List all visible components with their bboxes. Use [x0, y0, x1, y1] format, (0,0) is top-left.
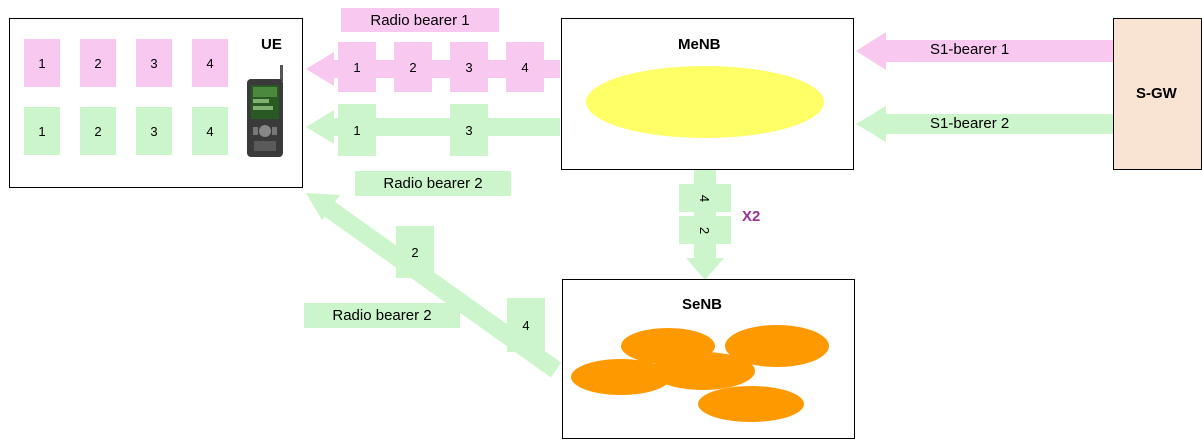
x2-label: X2 [742, 208, 761, 225]
menb-box: MeNB [561, 18, 854, 170]
s1-bearer-2-arrow [856, 106, 1114, 142]
radio-bearer-1-label: Radio bearer 1 [341, 8, 499, 32]
ue-box: UE 1 2 3 4 1 2 3 4 [9, 18, 303, 188]
s1-bearer-2-label: S1-bearer 2 [930, 115, 1010, 132]
bearer-split-diagram: UE 1 2 3 4 1 2 3 4 MeNB SeNB [9, 8, 1202, 439]
mobile-phone-icon [247, 65, 283, 157]
ue-green-packet: 3 [136, 107, 172, 155]
radio-bearer-2-senb-packet: 2 [396, 226, 434, 278]
radio-bearer-1-packet: 3 [450, 42, 488, 92]
ue-pink-packet: 3 [136, 39, 172, 87]
x2-packet-number: 2 [697, 226, 713, 234]
senb-cell-coverage [571, 325, 829, 422]
s1-bearer-1-arrow [856, 32, 1114, 70]
radio-bearer-2-senb-packet: 4 [507, 298, 545, 352]
ue-green-packet: 4 [192, 107, 228, 155]
radio-bearer-2-menb-packet: 1 [338, 104, 376, 156]
s1-bearer-1-label: S1-bearer 1 [930, 41, 1010, 58]
senb-box: SeNB [562, 279, 855, 439]
radio-bearer-2-menb-packet: 3 [450, 104, 488, 156]
menb-cell-coverage [586, 66, 824, 138]
senb-title: SeNB [682, 296, 723, 313]
ue-pink-packet: 4 [192, 39, 228, 87]
x2-packet: 4 [679, 184, 731, 212]
x2-packet-number: 4 [697, 194, 713, 202]
radio-bearer-1-packet: 2 [394, 42, 432, 92]
radio-bearer-2-senb-label: Radio bearer 2 [304, 303, 460, 328]
radio-bearer-1-packet: 4 [506, 42, 544, 92]
x2-packet: 2 [679, 216, 731, 244]
sgw-title: S-GW [1136, 85, 1177, 102]
sgw-box: S-GW [1113, 18, 1202, 170]
ue-green-packet: 2 [80, 107, 116, 155]
ue-pink-packet: 2 [80, 39, 116, 87]
radio-bearer-2-menb-label: Radio bearer 2 [355, 171, 511, 196]
radio-bearer-1-arrow [306, 52, 560, 86]
ue-pink-packet: 1 [24, 39, 60, 87]
ue-green-packet: 1 [24, 107, 60, 155]
radio-bearer-1-packet: 1 [338, 42, 376, 92]
menb-title: MeNB [678, 36, 721, 53]
radio-bearer-2-menb-arrow [306, 110, 560, 144]
ue-title: UE [261, 36, 282, 53]
